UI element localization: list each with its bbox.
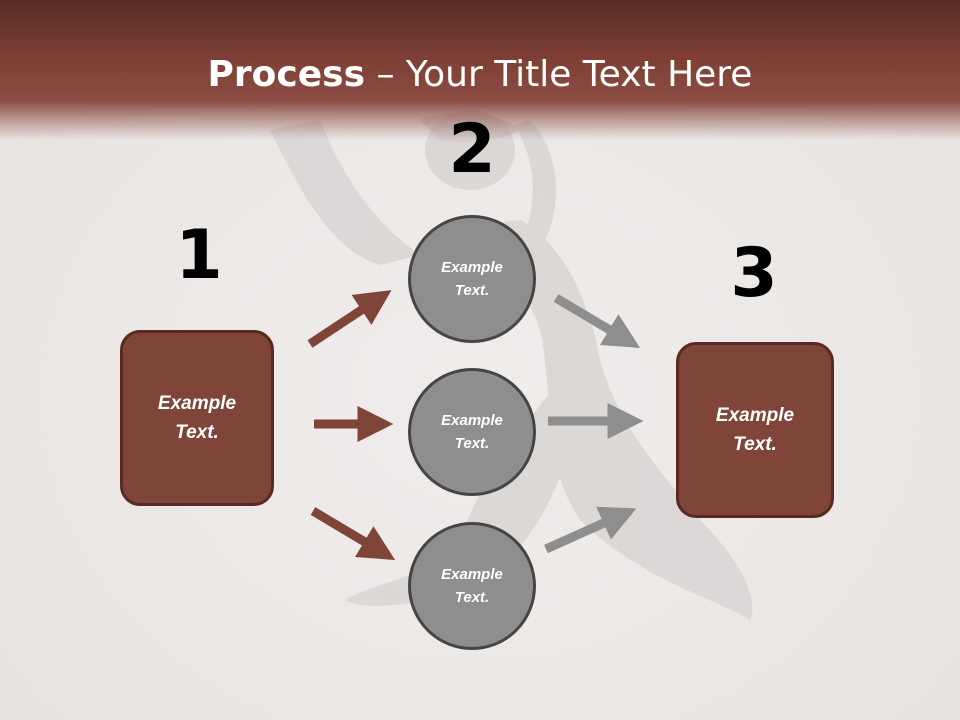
step3-box-line1: Example [715,405,795,426]
step3-box-line2: Text. [733,434,777,455]
step1-box-line1: Example [157,393,237,414]
step2-circle-3: Example Text. [408,522,536,650]
step-number-3: 3 [730,234,778,313]
circle3-line2: Text. [454,589,490,606]
arrow-step1-to-circle1 [307,290,392,348]
circle2-line1: Example [441,412,503,429]
arrow-circle1-to-step3 [553,294,641,348]
title-dash: – [365,54,406,95]
step1-box: Example Text. [120,330,274,506]
step-number-2: 2 [448,110,496,189]
arrow-circle3-to-step3 [544,506,637,554]
circle1-line1: Example [441,259,503,276]
step-number-1: 1 [175,216,223,295]
slide-title: Process – Your Title Text Here [0,52,960,98]
circle1-line2: Text. [454,282,490,299]
step1-box-line2: Text. [175,422,219,443]
title-bar [0,0,960,140]
step2-circle-2: Example Text. [408,368,536,496]
title-light: Your Title Text Here [405,54,753,95]
title-bold: Process [207,54,366,95]
arrow-step1-to-circle3 [310,507,396,560]
circle2-line2: Text. [454,435,490,452]
step3-box: Example Text. [676,342,834,518]
circle3-line1: Example [441,566,503,583]
step2-circle-1: Example Text. [408,215,536,343]
